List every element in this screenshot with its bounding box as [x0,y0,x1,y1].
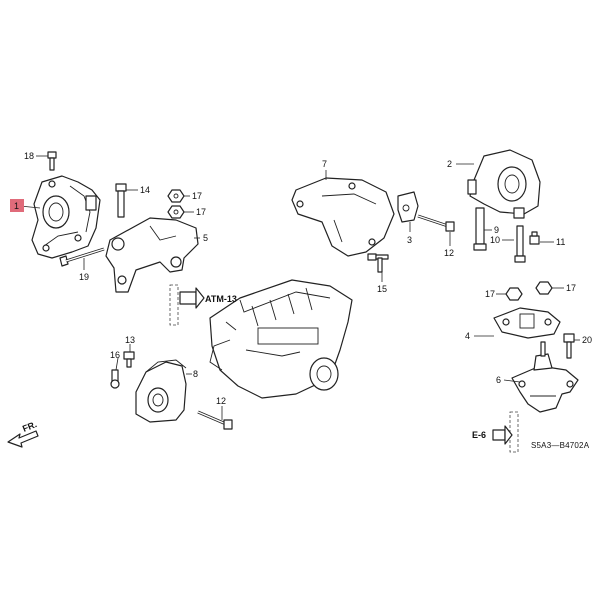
callout-4[interactable]: 4 [465,331,470,341]
callout-7[interactable]: 7 [322,159,327,169]
e6-reference: E-6 [472,411,519,453]
callout-labels: 1 2 3 4 5 6 7 8 9 10 11 12 12 13 14 15 1… [10,151,592,406]
part-15-bolt[interactable] [367,253,389,273]
part-13-bolt[interactable] [123,351,135,368]
part-9-bolt[interactable] [473,207,487,251]
atm-reference-label: ATM-13 [205,294,237,304]
callout-6[interactable]: 6 [496,375,501,385]
callout-19[interactable]: 19 [79,272,89,282]
callout-8[interactable]: 8 [193,369,198,379]
callout-17-c[interactable]: 17 [485,289,495,299]
part-17-nut[interactable] [167,205,185,219]
part-12-bolt[interactable] [197,410,233,430]
callout-17-a[interactable]: 17 [192,191,202,201]
part-14-bolt[interactable] [115,183,127,218]
callout-18[interactable]: 18 [24,151,34,161]
part-11-nut[interactable] [529,231,540,245]
callout-12-lower[interactable]: 12 [216,396,226,406]
callout-14[interactable]: 14 [140,185,150,195]
highlight-box [10,199,24,212]
part-19-bolt[interactable] [59,247,105,267]
part-3-bracket[interactable] [397,191,419,223]
callout-2[interactable]: 2 [447,159,452,169]
part-12-bolt[interactable] [417,214,455,232]
front-arrow: FR. [7,419,39,448]
callout-17-d[interactable]: 17 [566,283,576,293]
callout-11[interactable]: 11 [556,237,565,247]
callout-17-b[interactable]: 17 [196,207,206,217]
callout-16[interactable]: 16 [110,350,120,360]
callout-13[interactable]: 13 [125,335,135,345]
part-1-transmission-mount[interactable] [31,175,101,259]
part-17-nut[interactable] [535,281,553,295]
part-8-lower-mount[interactable] [135,359,187,423]
part-16-stud[interactable] [110,369,120,389]
part-17-nut[interactable] [167,189,185,203]
part-10-bolt[interactable] [514,225,526,263]
atm-reference: ATM-13 [169,284,237,326]
part-2-side-mount[interactable] [467,149,541,219]
part-5-bracket[interactable] [105,217,199,293]
part-18-bolt[interactable] [47,151,57,171]
callout-15[interactable]: 15 [377,284,387,294]
callout-3[interactable]: 3 [407,235,412,245]
diagram-code: S5A3—B4702A [531,441,590,450]
part-17-nut[interactable] [505,287,523,301]
callout-12-upper[interactable]: 12 [444,248,454,258]
part-6-engine-mount[interactable] [511,341,579,413]
callout-10[interactable]: 10 [490,235,500,245]
callout-1[interactable]: 1 [14,201,19,211]
callout-9[interactable]: 9 [494,225,499,235]
callout-20[interactable]: 20 [582,335,592,345]
engine-block [209,279,353,399]
part-7-bracket[interactable] [291,177,395,257]
callout-5[interactable]: 5 [203,233,208,243]
part-20-bolt[interactable] [563,333,575,359]
e6-reference-label: E-6 [472,430,486,440]
part-4-mount-bracket[interactable] [493,307,561,339]
